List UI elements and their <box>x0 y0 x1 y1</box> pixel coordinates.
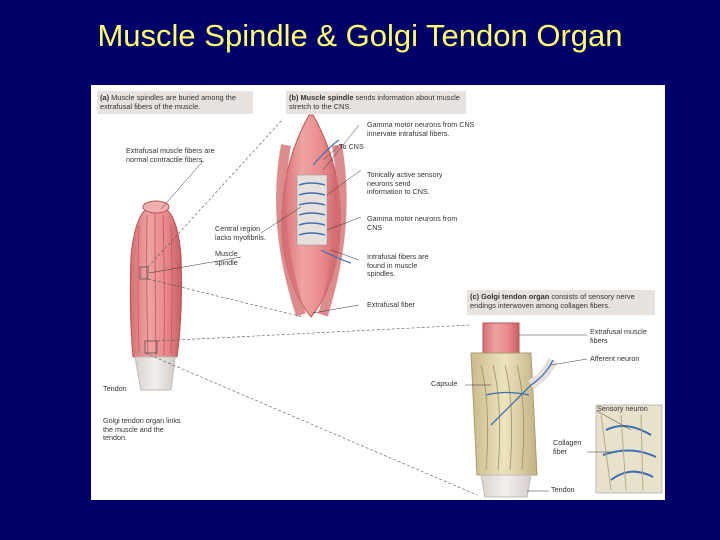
label-tendon-c: Tendon <box>551 486 591 495</box>
whole-muscle <box>130 201 181 390</box>
label-tendon-a: Tendon <box>103 385 143 394</box>
label-tonically-active: Tonically active sensory neurons send in… <box>367 171 447 197</box>
label-gamma-motor-top: Gamma motor neurons from CNS innervate i… <box>367 121 482 138</box>
label-extrafusal-fiber: Extrafusal fiber <box>367 301 437 310</box>
label-c-extrafusal: Extrafusal muscle fibers <box>590 328 650 345</box>
panel-c-heading: (c) Golgi tendon organ <box>470 292 549 301</box>
label-capsule: Capsule <box>431 380 471 389</box>
label-central-region: Central region lacks myofibrils. <box>215 225 275 242</box>
diagram-figure: (a) Muscle spindles are buried among the… <box>91 85 665 500</box>
label-extrafusal-fibers: Extrafusal muscle fibers are normal cont… <box>126 147 226 164</box>
label-afferent-neuron: Afferent neuron <box>590 355 660 364</box>
label-intrafusal: Intrafusal fibers are found in muscle sp… <box>367 253 437 279</box>
label-collagen-fiber: Collagen fiber <box>553 439 589 456</box>
slide-title: Muscle Spindle & Golgi Tendon Organ <box>0 18 720 54</box>
label-sensory-neuron: Sensory neuron <box>597 405 663 414</box>
panel-a-heading: (a) <box>100 93 109 102</box>
panel-b-heading: (b) Muscle spindle <box>289 93 353 102</box>
panel-a-header: (a) Muscle spindles are buried among the… <box>97 91 253 114</box>
label-gamma-motor-mid: Gamma motor neurons from CNS <box>367 215 462 232</box>
panel-a-text: Muscle spindles are buried among the ext… <box>100 93 236 111</box>
panel-b-header: (b) Muscle spindle sends information abo… <box>286 91 466 114</box>
panel-c-header: (c) Golgi tendon organ consists of senso… <box>467 290 655 315</box>
label-muscle-spindle: Muscle spindle <box>215 250 247 267</box>
label-to-cns: To CNS <box>339 143 379 152</box>
label-golgi-link: Golgi tendon organ links the muscle and … <box>103 417 188 443</box>
